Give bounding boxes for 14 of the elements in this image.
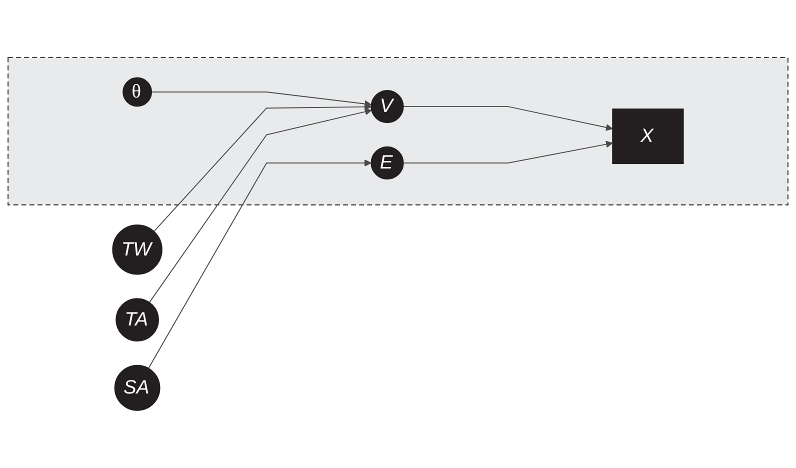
arrow <box>149 108 372 303</box>
node-circle: V <box>370 90 404 124</box>
cluster <box>8 57 788 206</box>
node-circle: θ <box>122 77 152 107</box>
node-circle: E <box>370 146 404 180</box>
arrow <box>402 106 613 131</box>
arrow <box>148 159 372 369</box>
node-circle: TW <box>112 224 162 275</box>
arrow <box>151 92 372 108</box>
arrow <box>402 140 613 164</box>
node-circle: TA <box>116 298 160 342</box>
node-circle: SA <box>114 364 160 411</box>
arrow <box>153 103 372 232</box>
node-box: X <box>612 108 684 164</box>
